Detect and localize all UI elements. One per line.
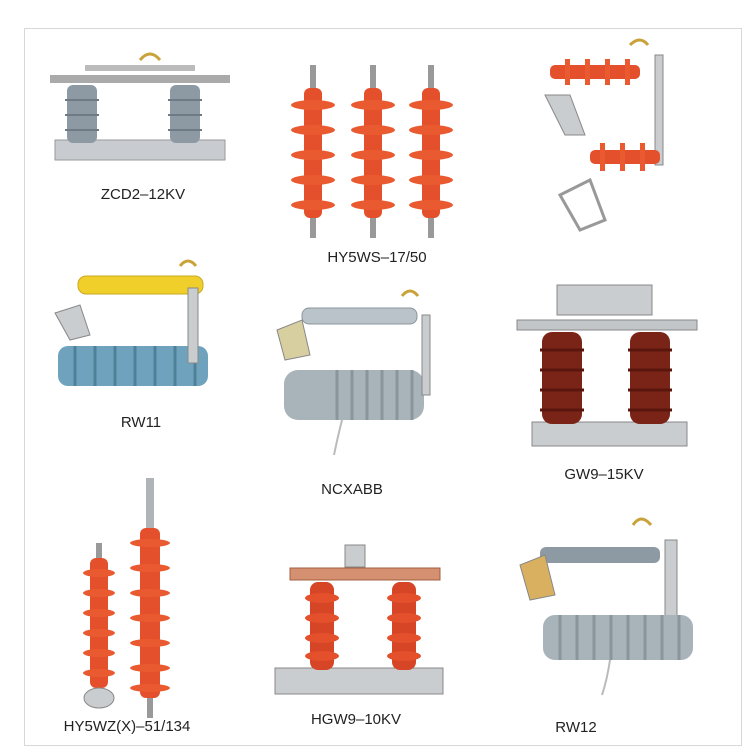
frame-border [24,28,742,746]
product-label: ZCD2–12KV [100,186,186,203]
gw9-image [516,284,698,447]
product-label: NCXABB [321,481,383,498]
product-label: HY5WS–17/50 [327,249,427,266]
hy5wz-image [83,478,170,718]
hgw9-image [274,544,444,695]
zcd2-image [50,52,230,161]
ncxabb-image [276,289,431,456]
hy5ws-image [291,65,453,238]
dropout-arrester-image [544,38,664,232]
rw12-image [519,517,693,696]
product-label: GW9–15KV [564,466,644,483]
rw11-image [54,259,208,386]
product-label: RW11 [120,414,162,431]
product-label: RW12 [555,719,597,736]
product-label: HGW9–10KV [310,711,402,728]
product-label: HY5WZ(X)–51/134 [63,718,191,735]
